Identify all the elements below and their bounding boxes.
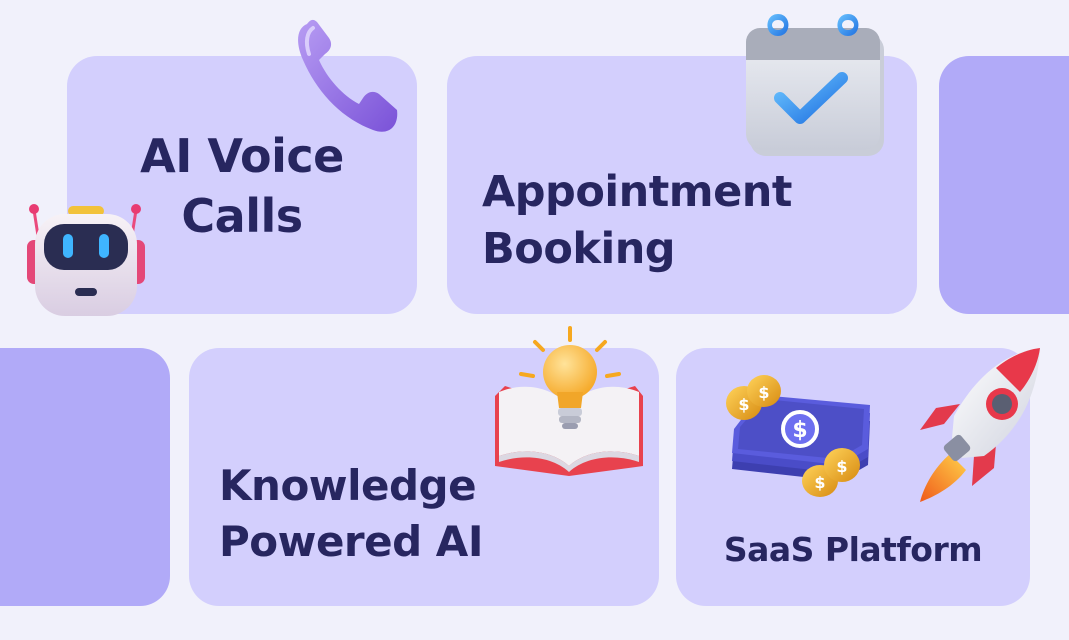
saas-platform-title: SaaS Platform bbox=[723, 530, 983, 569]
lightbulb-book-icon bbox=[495, 326, 643, 476]
ai-voice-calls-line2: Calls bbox=[181, 189, 303, 243]
money-stack-icon: $ $ $ $ $ bbox=[726, 375, 870, 497]
calendar-check-icon bbox=[746, 14, 884, 156]
knowledge-powered-ai-title: Knowledge Powered AI bbox=[219, 458, 483, 570]
decorative-card-right bbox=[939, 56, 1069, 314]
knowledge-powered-ai-line2: Powered AI bbox=[219, 517, 483, 566]
svg-text:$: $ bbox=[814, 473, 825, 492]
svg-text:$: $ bbox=[836, 457, 847, 476]
svg-text:$: $ bbox=[738, 395, 749, 414]
svg-text:$: $ bbox=[758, 383, 769, 402]
decorative-card-left bbox=[0, 348, 170, 606]
ai-voice-calls-title: AI Voice Calls bbox=[67, 126, 417, 246]
appointment-booking-line2: Booking bbox=[482, 224, 676, 274]
rocket-icon bbox=[920, 348, 1040, 502]
appointment-booking-line1: Appointment bbox=[482, 167, 792, 217]
ai-voice-calls-line1: AI Voice bbox=[140, 129, 344, 183]
knowledge-powered-ai-line1: Knowledge bbox=[219, 461, 477, 510]
robot-icon bbox=[27, 204, 145, 316]
phone-icon bbox=[298, 19, 398, 132]
appointment-booking-title: Appointment Booking bbox=[482, 164, 792, 278]
svg-text:$: $ bbox=[792, 418, 807, 443]
